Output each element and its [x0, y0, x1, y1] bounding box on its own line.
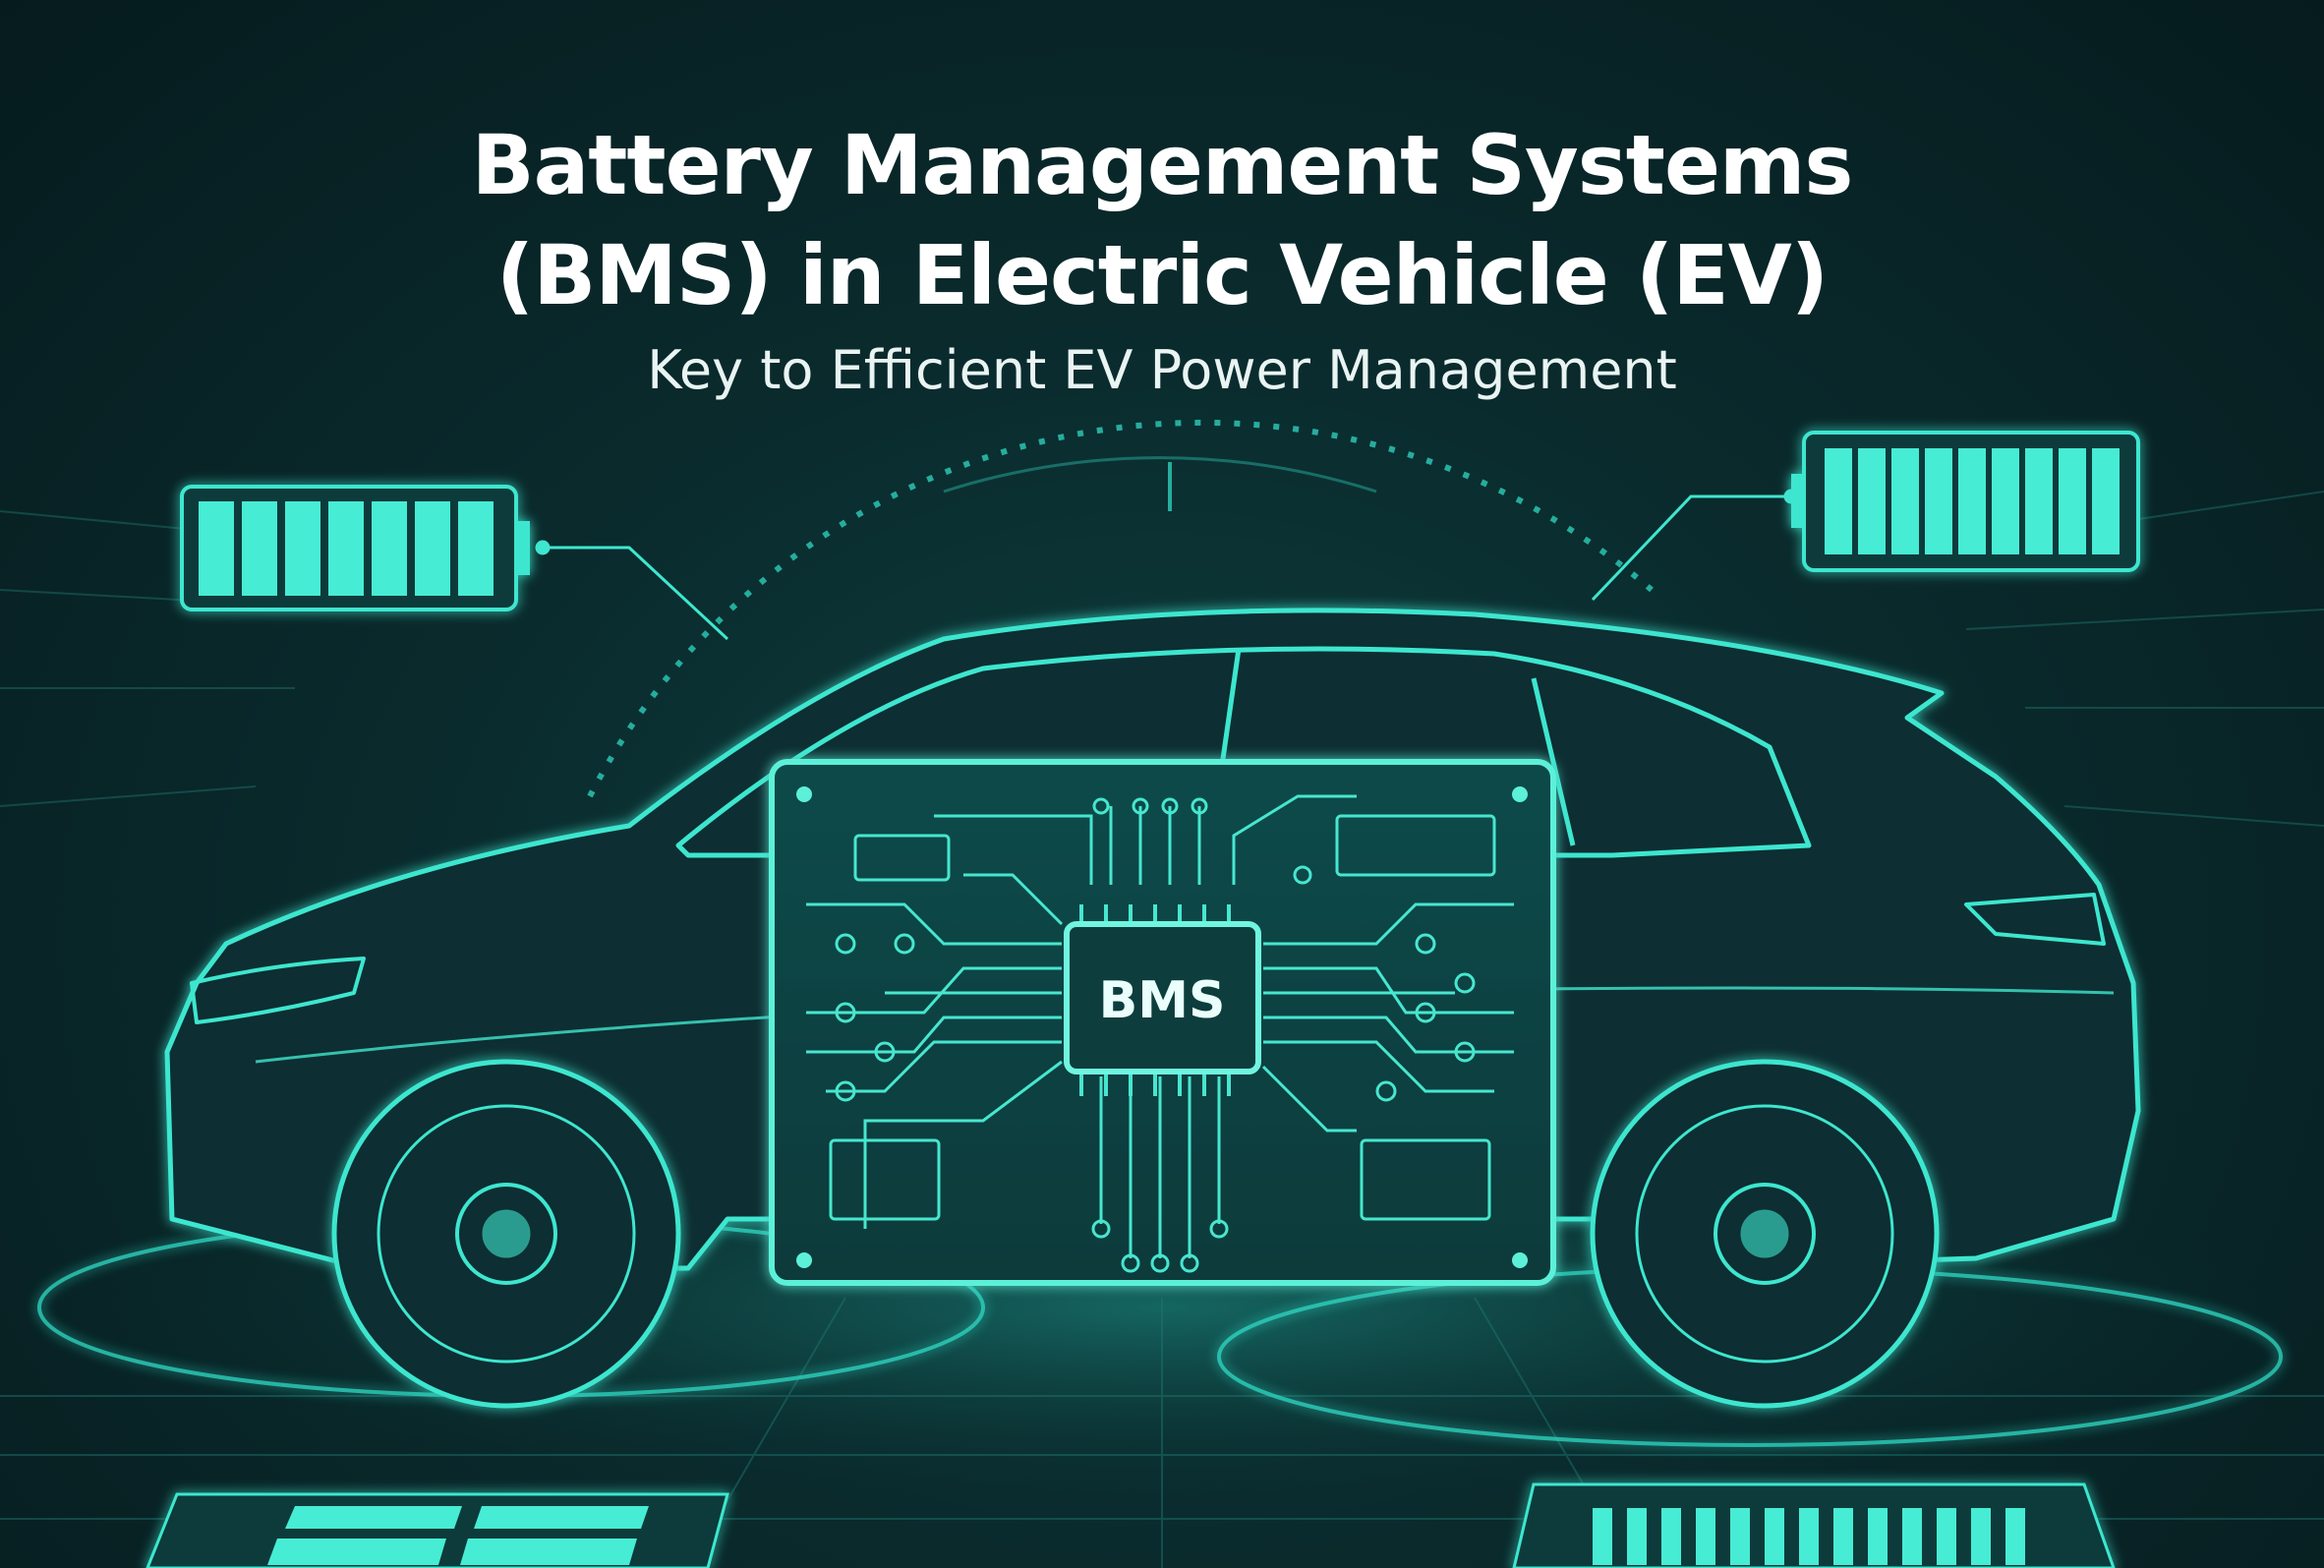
title-line-1: Battery Management Systems: [471, 117, 1854, 213]
battery-right-connector: [1591, 489, 1799, 602]
title-line-2: (BMS) in Electric Vehicle (EV): [495, 227, 1829, 323]
subtitle: Key to Efficient EV Power Management: [647, 339, 1677, 401]
gauge-arc: [587, 419, 1654, 798]
wheel-front-icon: [331, 1059, 681, 1409]
page-title: Battery Management Systems (BMS) in Elec…: [0, 110, 2324, 330]
battery-left-icon: [180, 485, 530, 611]
battery-left-connector: [535, 540, 729, 641]
wheel-rear-icon: [1590, 1059, 1940, 1409]
floor-battery-right-icon: [1512, 1482, 2116, 1568]
floor-battery-left-icon: [145, 1492, 729, 1568]
circuit-board-icon: BMS: [769, 759, 1556, 1286]
bms-chip-label: BMS: [1099, 971, 1226, 1030]
bms-chip: [1064, 921, 1261, 1074]
battery-right-icon: [1791, 431, 2140, 572]
